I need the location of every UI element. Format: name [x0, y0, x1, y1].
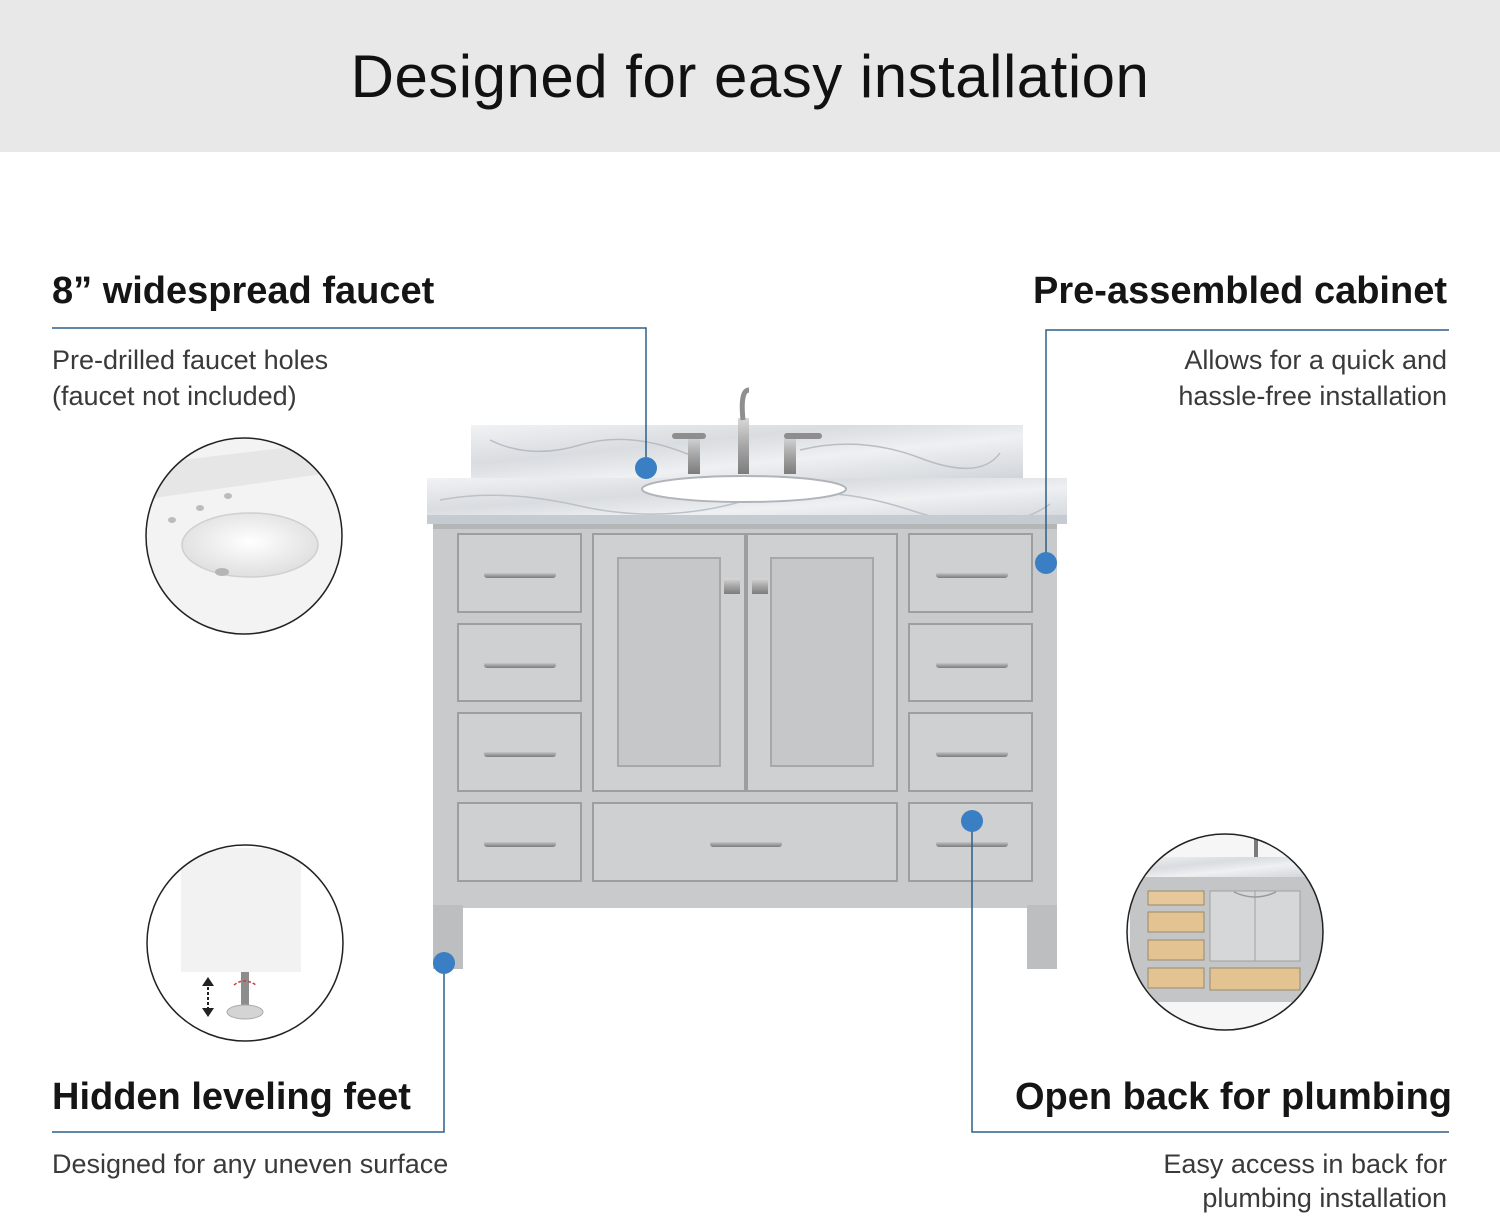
feet-feature-desc-line1: Designed for any uneven surface: [52, 1149, 449, 1179]
faucet-callout-line: [52, 327, 647, 467]
plumbing-feature-desc-line1: Easy access in back for: [1163, 1149, 1447, 1179]
faucet-holes-inset: [145, 437, 343, 635]
sink-basin: [641, 475, 847, 503]
cabinet-dot-marker-icon: [1035, 552, 1057, 574]
callout-lines: [52, 327, 1449, 1133]
faucet: [672, 387, 822, 474]
up-down-arrow-icon: [202, 977, 214, 1017]
plumbing-feature-desc-line2: plumbing installation: [1202, 1183, 1447, 1213]
cabinet-feature-desc-line2: hassle-free installation: [1178, 381, 1447, 411]
leveling-feet-inset: [146, 844, 344, 1042]
faucet-feature-desc-line2: (faucet not included): [52, 381, 297, 411]
rotate-arrow-icon: [233, 980, 257, 986]
vanity-cabinet-illustration: [427, 387, 1067, 969]
faucet-feature-desc-line1: Pre-drilled faucet holes: [52, 345, 329, 375]
header-banner: Designed for easy installation: [0, 0, 1500, 152]
feet-feature-title: Hidden leveling feet: [52, 1076, 411, 1118]
left-drawers: [457, 533, 582, 882]
cabinet-feature-title: Pre-assembled cabinet: [1033, 270, 1447, 312]
cabinet-feature-desc-line1: Allows for a quick and: [1184, 345, 1447, 375]
faucet-dot-marker-icon: [635, 457, 657, 479]
open-back-inset: [1126, 833, 1324, 1031]
right-drawers: [908, 533, 1033, 882]
leg-right: [1027, 905, 1057, 969]
feet-dot-marker-icon: [433, 952, 455, 974]
page-title: Designed for easy installation: [350, 42, 1150, 110]
cabinet-doors: [592, 533, 898, 792]
faucet-feature-title: 8” widespread faucet: [52, 270, 435, 312]
cabinet-callout-line: [1045, 329, 1449, 562]
hotspots: [433, 457, 1057, 974]
feet-callout-line: [52, 963, 445, 1133]
plumbing-feature-title: Open back for plumbing: [1014, 1076, 1452, 1118]
plumbing-callout-line: [971, 820, 1449, 1133]
plumbing-dot-marker-icon: [961, 810, 983, 832]
